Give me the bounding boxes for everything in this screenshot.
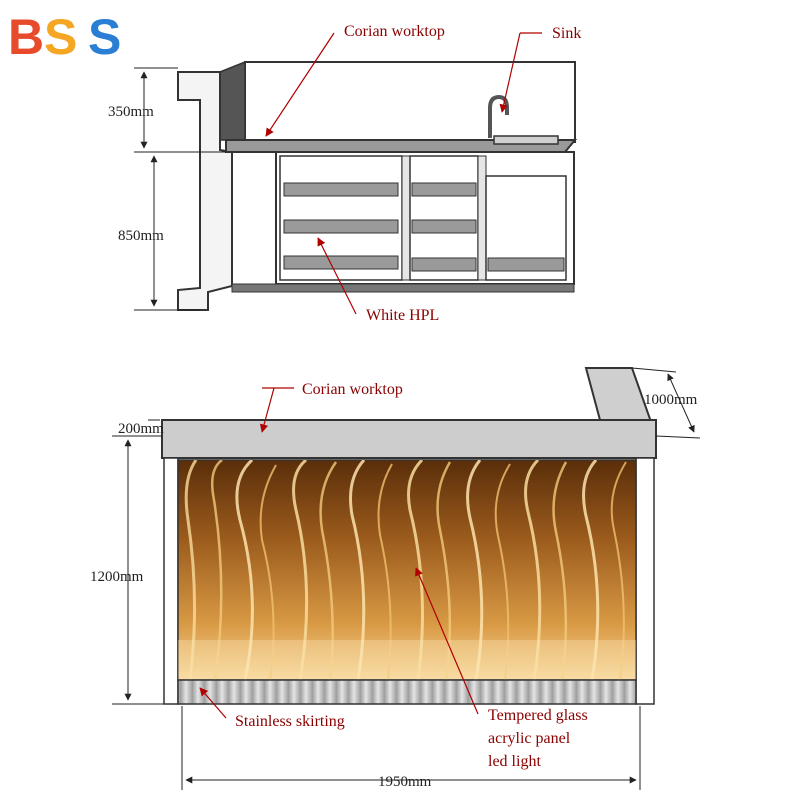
front-worktop-leader: [259, 387, 275, 433]
dim-ext-line: [631, 367, 677, 373]
dim-top-thickness: 200mm: [118, 421, 164, 437]
shelf: [487, 257, 565, 272]
dim-ext-line: [655, 435, 701, 439]
corian-worktop-front: [161, 419, 657, 459]
label-corian-worktop-front: Corian worktop: [302, 381, 403, 398]
dim-arrow-1000: [667, 373, 695, 433]
stainless-skirting: [177, 679, 637, 705]
sink-leader: [499, 32, 521, 113]
led-acrylic-panel: [177, 459, 637, 681]
label-corian-worktop-back: Corian worktop: [344, 23, 445, 40]
left-upright: [177, 71, 233, 311]
hpl-leader: [317, 237, 357, 315]
shelf: [411, 219, 477, 234]
cabinet-divider-2: [477, 155, 487, 281]
dim-width: 1950mm: [378, 774, 432, 790]
dim-upper-height: 350mm: [108, 104, 154, 120]
shelf: [411, 182, 477, 197]
logo-letter-s1: S: [44, 9, 77, 65]
bss-logo: B S S: [8, 9, 121, 65]
body-side-left: [163, 457, 179, 705]
label-white-hpl: White HPL: [366, 307, 439, 324]
worktop-leader: [265, 32, 335, 137]
label-panel-line2: acrylic panel: [488, 730, 571, 747]
cabinet-divider-1: [401, 155, 411, 281]
logo-letter-s2: S: [88, 9, 121, 65]
label-panel-line3: led light: [488, 753, 541, 770]
shelf: [283, 255, 399, 270]
label-panel-line1: Tempered glass: [488, 707, 588, 724]
front-view-drawing: 200mm 1000mm 1200mm 1950mm Corian workto…: [90, 367, 701, 790]
panel-leader: [415, 567, 479, 715]
body-side-right: [635, 457, 655, 705]
shelf: [283, 219, 399, 234]
panel-glow-pattern: [178, 460, 636, 680]
dim-lower-height: 850mm: [118, 228, 164, 244]
back-view-drawing: 350mm 850mm Corian worktop Sink White HP…: [108, 23, 581, 324]
logo-letter-b: B: [8, 9, 44, 65]
shelf: [283, 182, 399, 197]
skirting-leader: [199, 687, 227, 719]
shelf: [411, 257, 477, 272]
back-panel: [244, 61, 576, 143]
left-upright-side: [219, 60, 246, 141]
dim-height: 1200mm: [90, 569, 144, 585]
label-sink: Sink: [552, 25, 581, 42]
dim-return-depth: 1000mm: [644, 392, 698, 408]
label-stainless-skirting: Stainless skirting: [235, 713, 345, 730]
cabinet-base: [231, 283, 575, 293]
sink-basin: [493, 135, 559, 145]
